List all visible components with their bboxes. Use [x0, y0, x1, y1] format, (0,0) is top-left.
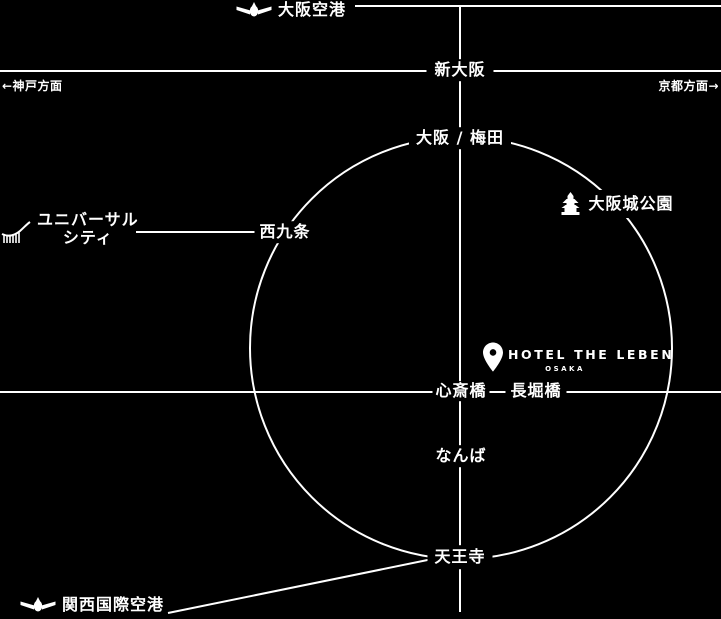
station-shinsaibashi: 心斎橋 — [432, 381, 490, 401]
kansai-airport-line — [167, 554, 453, 614]
station-namba: なんば — [429, 445, 493, 467]
hotel-location: OSAKA — [545, 365, 585, 373]
itami-airport-text: 大阪空港 — [278, 0, 347, 19]
universal-city-text: ユニバーサル シティ — [37, 211, 139, 247]
direction-kobe: ←神戸方面 — [2, 79, 63, 93]
roller-coaster-icon — [1, 220, 31, 243]
osaka-castle-park-text: 大阪城公園 — [588, 194, 674, 214]
castle-icon — [561, 192, 580, 215]
hotel-name: HOTEL THE LEBEN — [508, 347, 675, 362]
station-osaka-umeda: 大阪 / 梅田 — [409, 127, 511, 149]
station-nagahoribashi: 長堀橋 — [505, 381, 567, 401]
airplane-icon — [236, 2, 272, 17]
map-pin-icon — [483, 342, 503, 372]
station-nishikujo: 西九条 — [254, 221, 316, 243]
kansai-airport-text: 関西国際空港 — [62, 595, 165, 614]
station-tennoji: 天王寺 — [427, 545, 493, 569]
direction-kyoto: 京都方面→ — [658, 79, 719, 93]
kansai-airport-label: 関西国際空港 — [20, 596, 164, 614]
universal-city-line1: ユニバーサル — [37, 210, 139, 229]
universal-city-line2: シティ — [62, 228, 113, 247]
universal-city-label: ユニバーサル シティ — [1, 211, 139, 247]
osaka-castle-park-label: 大阪城公園 — [554, 190, 678, 218]
station-shin-osaka: 新大阪 — [426, 59, 494, 81]
airplane-icon — [20, 597, 56, 612]
itami-airport-label: 大阪空港 — [236, 0, 347, 19]
